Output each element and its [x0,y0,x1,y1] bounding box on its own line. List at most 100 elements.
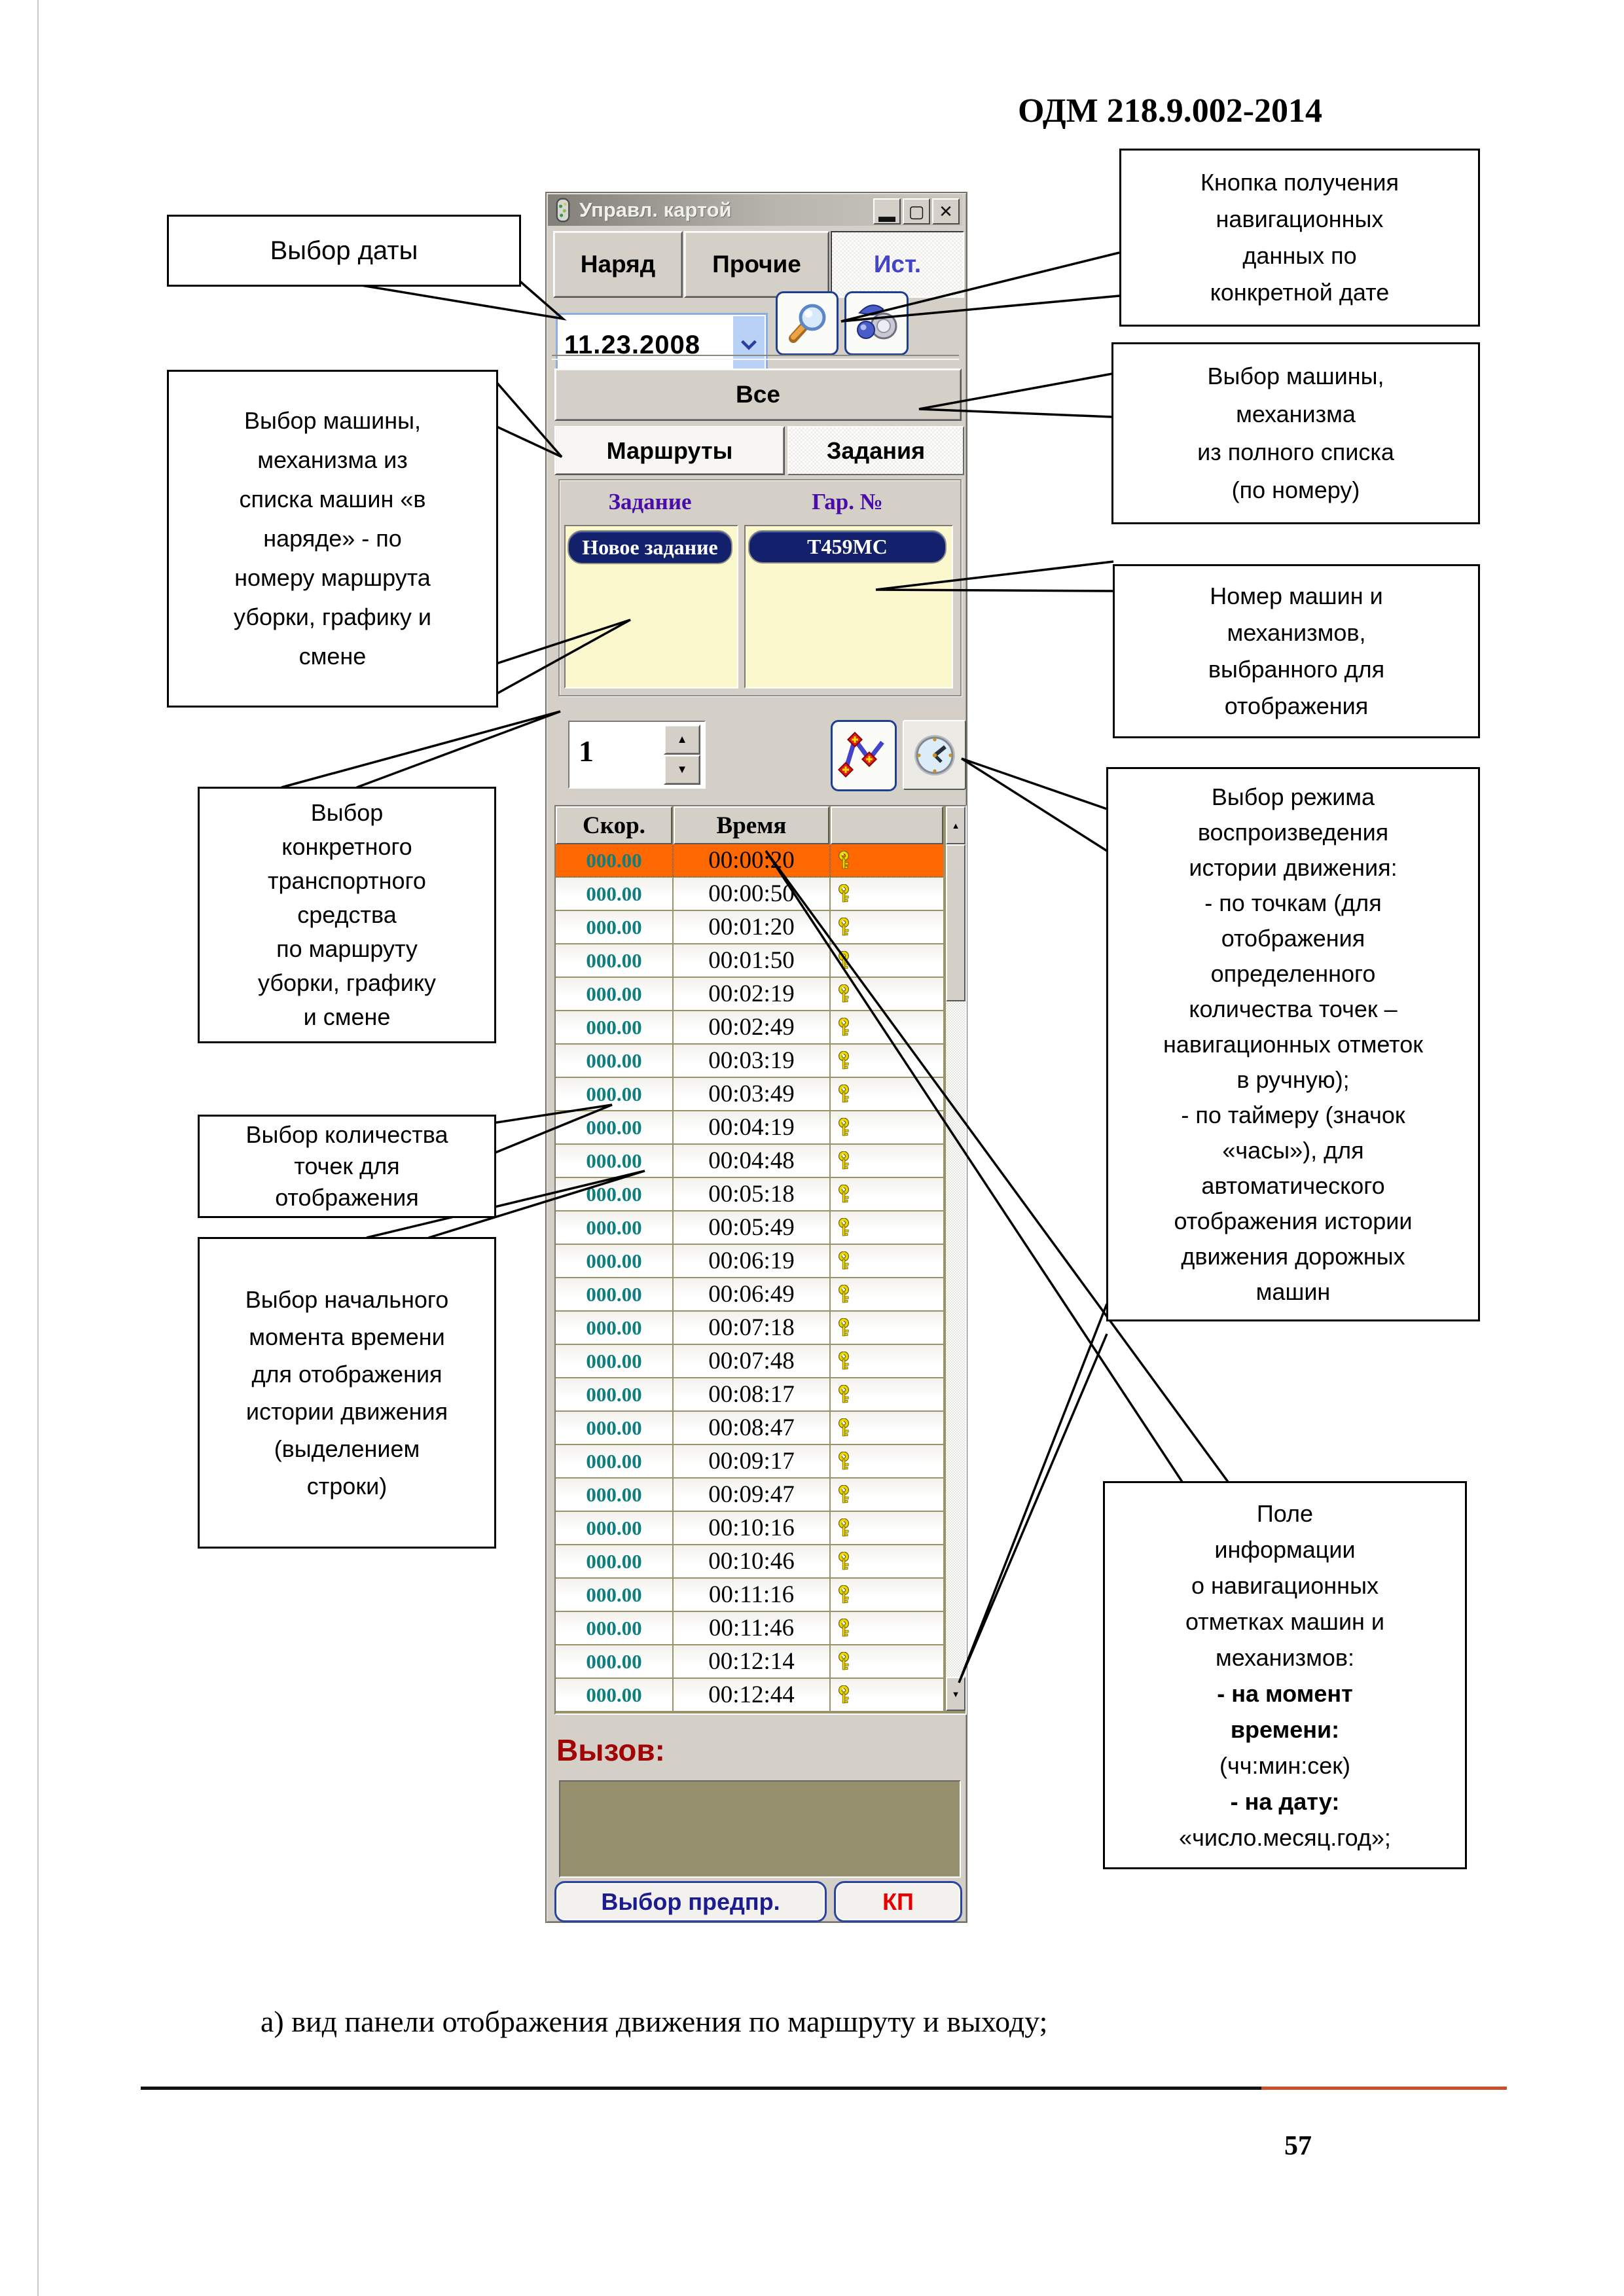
spinner-up-button[interactable]: ▲ [664,725,700,755]
callout-line: транспортного [268,867,426,894]
callout-line: - по точкам (для [1204,889,1382,916]
time-cell: 00:03:49 [674,1078,829,1110]
scroll-thumb[interactable] [946,844,965,1001]
tab-prochie[interactable]: Прочие [684,231,829,298]
table-header-speed[interactable]: Скор. [556,806,672,844]
key-cell [831,1512,943,1544]
minimize-button[interactable]: ▬ [873,198,901,226]
key-icon [839,1151,849,1169]
callout-line: Выбор даты [270,236,418,265]
callout-line: Выбор количества [245,1121,448,1148]
key-cell [831,1378,943,1410]
scroll-track[interactable] [946,844,965,1677]
callout-line: уборки, графику [258,969,436,996]
key-cell [831,1579,943,1611]
window-title-bar[interactable]: Управл. картой ▬ ▢ ✕ [548,194,962,226]
close-button[interactable]: ✕ [932,198,960,224]
table-scrollbar[interactable]: ▲ ▼ [946,806,965,1711]
footer-rule [141,2087,1261,2090]
speed-cell: 000.00 [556,1579,672,1611]
callout-line: конкретного [281,833,412,860]
callout-line: - на дату: [1230,1787,1340,1815]
scroll-up-button[interactable]: ▲ [946,806,965,844]
key-icon [839,1651,849,1670]
key-icon [839,1050,849,1069]
magnifier-icon [789,304,826,343]
callout-line: количества точек – [1189,995,1398,1022]
task-list[interactable]: Новое задание [564,525,738,689]
key-cell [831,911,943,943]
callout-line: отображения [1224,692,1369,719]
key-cell [831,1245,943,1277]
subtab-marshruty[interactable]: Маршруты [554,426,785,475]
scroll-down-button[interactable]: ▼ [946,1677,965,1711]
tab-ist-history[interactable]: Ист. [831,231,964,298]
time-cell: 00:09:17 [674,1445,829,1477]
all-vehicles-button[interactable]: Все [554,368,962,421]
select-enterprise-button[interactable]: Выбор предпр. [554,1881,827,1922]
search-button[interactable] [776,291,839,355]
call-info-area[interactable] [559,1780,961,1878]
callout-line: из полного списка [1197,439,1394,465]
table-header-empty[interactable] [831,806,943,844]
vehicle-list[interactable]: Т459МС [744,525,953,689]
table-header-time[interactable]: Время [674,806,829,844]
page-number: 57 [1284,2131,1312,2161]
callout-line: и смене [303,1003,391,1030]
callout-line: механизмов: [1216,1643,1354,1671]
speed-cell: 000.00 [556,1178,672,1210]
tab-naryad[interactable]: Наряд [553,231,683,298]
time-cell: 00:05:49 [674,1211,829,1244]
date-dropdown-arrow[interactable] [733,316,765,374]
key-cell [831,944,943,977]
task-list-item-selected[interactable]: Новое задание [568,530,732,564]
spinner-down-button[interactable]: ▼ [664,755,700,785]
route-polyline-icon [837,731,884,778]
timer-button[interactable] [903,720,966,790]
speed-cell: 000.00 [556,1278,672,1310]
callout-line: конкретной дате [1210,279,1390,306]
date-combobox[interactable]: 11.23.2008 [556,313,768,377]
points-count-spinner[interactable]: 1 ▲ ▼ [568,721,706,789]
key-icon [839,917,849,935]
map-control-window: Управл. картой ▬ ▢ ✕ Наряд Прочие Ист. 1… [545,192,967,1923]
subtab-zadaniya[interactable]: Задания [787,426,964,475]
speed-cell: 000.00 [556,1445,672,1477]
route-points-button[interactable] [831,720,897,791]
speed-cell: 000.00 [556,1245,672,1277]
vehicle-list-item-selected[interactable]: Т459МС [748,530,947,564]
callout-line: для отображения [251,1361,442,1388]
callout-line: отображения [1221,924,1365,952]
maximize-button[interactable]: ▢ [903,198,930,224]
kp-button[interactable]: КП [834,1881,962,1922]
